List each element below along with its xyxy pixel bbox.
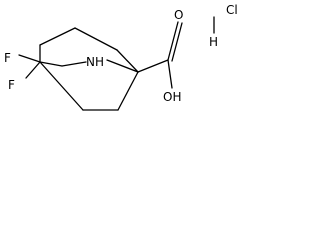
- atom-label-f-bottom: F: [8, 78, 15, 92]
- atom-label-nh: NH: [86, 55, 104, 69]
- bond-c-oh: [167, 59, 173, 89]
- bond-c-o-double-2: [171, 22, 183, 62]
- bond-c2a-c1: [116, 49, 139, 73]
- bond-c-f-bottom: [25, 61, 41, 79]
- bond-c1-ccooh: [137, 59, 169, 73]
- bond-c-o-double-1: [167, 21, 179, 61]
- bond-c1-c2b: [117, 71, 139, 111]
- bond-c4-ch2: [39, 61, 63, 67]
- atom-label-f-top: F: [4, 51, 11, 65]
- bond-n-c1: [106, 59, 139, 73]
- bond-ch2-n: [61, 61, 87, 67]
- bond-c3a-c2a: [74, 27, 118, 51]
- bond-c4-c3a: [39, 27, 76, 46]
- atom-label-hcl-cl: Cl: [226, 3, 238, 17]
- atom-label-hcl-h: H: [209, 35, 218, 49]
- atom-label-carbonyl-o: O: [174, 8, 183, 22]
- atom-label-oh: OH: [163, 90, 181, 104]
- molecule-structure: F F NH O OH Cl H: [4, 3, 238, 111]
- bond-c-f-top: [18, 54, 41, 63]
- bond-c3b-c4: [39, 61, 84, 111]
